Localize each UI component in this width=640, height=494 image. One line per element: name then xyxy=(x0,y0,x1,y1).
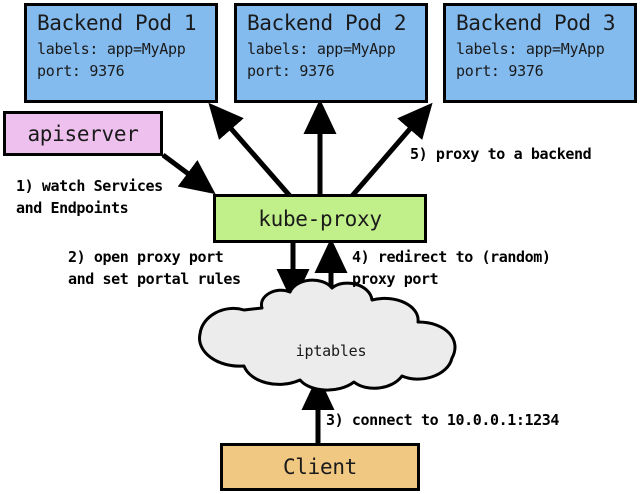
pod-3-port: port: 9376 xyxy=(456,62,544,80)
node-client[interactable]: Client xyxy=(220,443,420,491)
pod-1-labels: labels: app=MyApp xyxy=(37,40,186,58)
node-apiserver[interactable]: apiserver xyxy=(3,111,163,156)
node-iptables[interactable]: iptables xyxy=(200,276,462,396)
edge-kubeproxy-to-pod1 xyxy=(208,102,292,198)
pod-2-title: Backend Pod 2 xyxy=(247,11,407,35)
apiserver-label: apiserver xyxy=(27,121,139,146)
edge-label-step-5: 5) proxy to a backend xyxy=(410,145,592,163)
iptables-label: iptables xyxy=(295,342,367,360)
edge-label-step-2: 2) open proxy port and set portal rules xyxy=(68,248,241,288)
pod-2-port: port: 9376 xyxy=(247,62,335,80)
node-backend-pod-3[interactable]: Backend Pod 3 labels: app=MyApp port: 93… xyxy=(443,3,637,103)
node-backend-pod-2[interactable]: Backend Pod 2 labels: app=MyApp port: 93… xyxy=(234,3,428,103)
edge-apiserver-to-kubeproxy xyxy=(161,152,216,195)
edge-label-step-1: 1) watch Services and Endpoints xyxy=(16,177,163,217)
edge-label-step-4: 4) redirect to (random) proxy port xyxy=(352,248,551,288)
pod-3-labels: labels: app=MyApp xyxy=(456,40,605,58)
pod-1-title: Backend Pod 1 xyxy=(37,11,197,35)
client-label: Client xyxy=(282,455,358,479)
edge-label-step-3: 3) connect to 10.0.0.1:1234 xyxy=(326,411,560,429)
kube-proxy-label: kube-proxy xyxy=(258,206,382,231)
pod-3-title: Backend Pod 3 xyxy=(456,11,616,35)
pod-1-port: port: 9376 xyxy=(37,62,125,80)
node-kube-proxy[interactable]: kube-proxy xyxy=(213,194,427,243)
node-backend-pod-1[interactable]: Backend Pod 1 labels: app=MyApp port: 93… xyxy=(24,3,218,103)
pod-2-labels: labels: app=MyApp xyxy=(247,40,396,58)
